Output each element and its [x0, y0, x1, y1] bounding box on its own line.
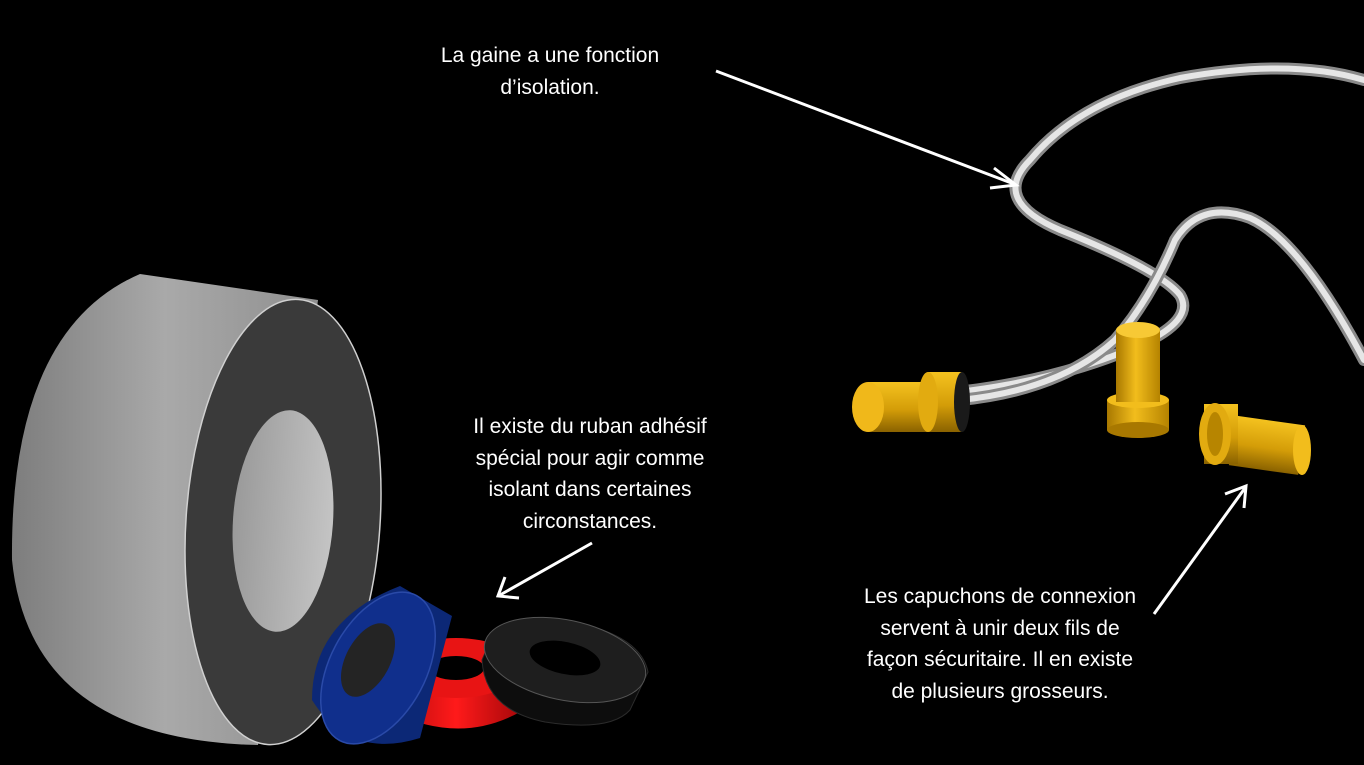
connector-cap-middle	[1107, 322, 1169, 438]
arrow-to-sheath	[715, 69, 1020, 190]
tape-caption-line: Il existe du ruban adhésif	[473, 415, 707, 438]
blue-tape-hole	[340, 623, 396, 697]
cap-left-collar-rim	[918, 372, 938, 432]
sheath-caption-line: d’isolation.	[500, 75, 600, 99]
tape-caption: Il existe du ruban adhésif spécial pour …	[430, 411, 750, 537]
blue-tape-roll	[312, 586, 452, 745]
cap-right-body	[1228, 415, 1306, 475]
cap-middle-collar-bottom	[1107, 422, 1169, 438]
arrow-to-caps	[1152, 483, 1248, 615]
tape-caption-line: circonstances.	[522, 509, 658, 533]
cap-left-end	[852, 382, 884, 432]
cap-middle-body	[1116, 330, 1160, 402]
connector-cap-right	[1199, 403, 1311, 475]
caps-caption-line: de plusieurs grosseurs.	[891, 679, 1109, 703]
wire-strand-2-highlight	[957, 209, 1364, 403]
caps-caption-line: Les capuchons de connexion	[863, 585, 1137, 608]
connector-cap-left	[852, 372, 970, 432]
cap-right-opening	[1207, 412, 1223, 456]
gray-tape-hole	[232, 410, 334, 632]
caps-caption-line: servent à unir deux fils de	[880, 616, 1120, 640]
arrow-to-tape	[495, 541, 593, 600]
tape-caption-line: isolant dans certaines	[488, 478, 692, 501]
cap-left-opening	[954, 372, 970, 432]
black-tape-roll	[481, 616, 649, 726]
red-tape-hole	[428, 656, 484, 680]
wire-strand-1-highlight	[955, 65, 1364, 395]
cap-middle-top	[1116, 322, 1160, 338]
sheath-caption: La gaine a une fonction d’isolation.	[400, 40, 700, 103]
sheath-caption-line: La gaine a une fonction	[440, 44, 660, 67]
wire-strand-1	[952, 62, 1364, 398]
cap-right-end	[1293, 425, 1311, 475]
wire-strand-2	[954, 206, 1364, 406]
caps-caption: Les capuchons de connexion servent à uni…	[810, 581, 1190, 707]
black-tape-hole	[529, 640, 601, 676]
wire-sheath	[952, 62, 1364, 406]
tape-caption-line: spécial pour agir comme	[475, 446, 705, 470]
caps-caption-line: façon sécuritaire. Il en existe	[866, 648, 1134, 671]
gray-tape-roll	[11, 274, 382, 746]
